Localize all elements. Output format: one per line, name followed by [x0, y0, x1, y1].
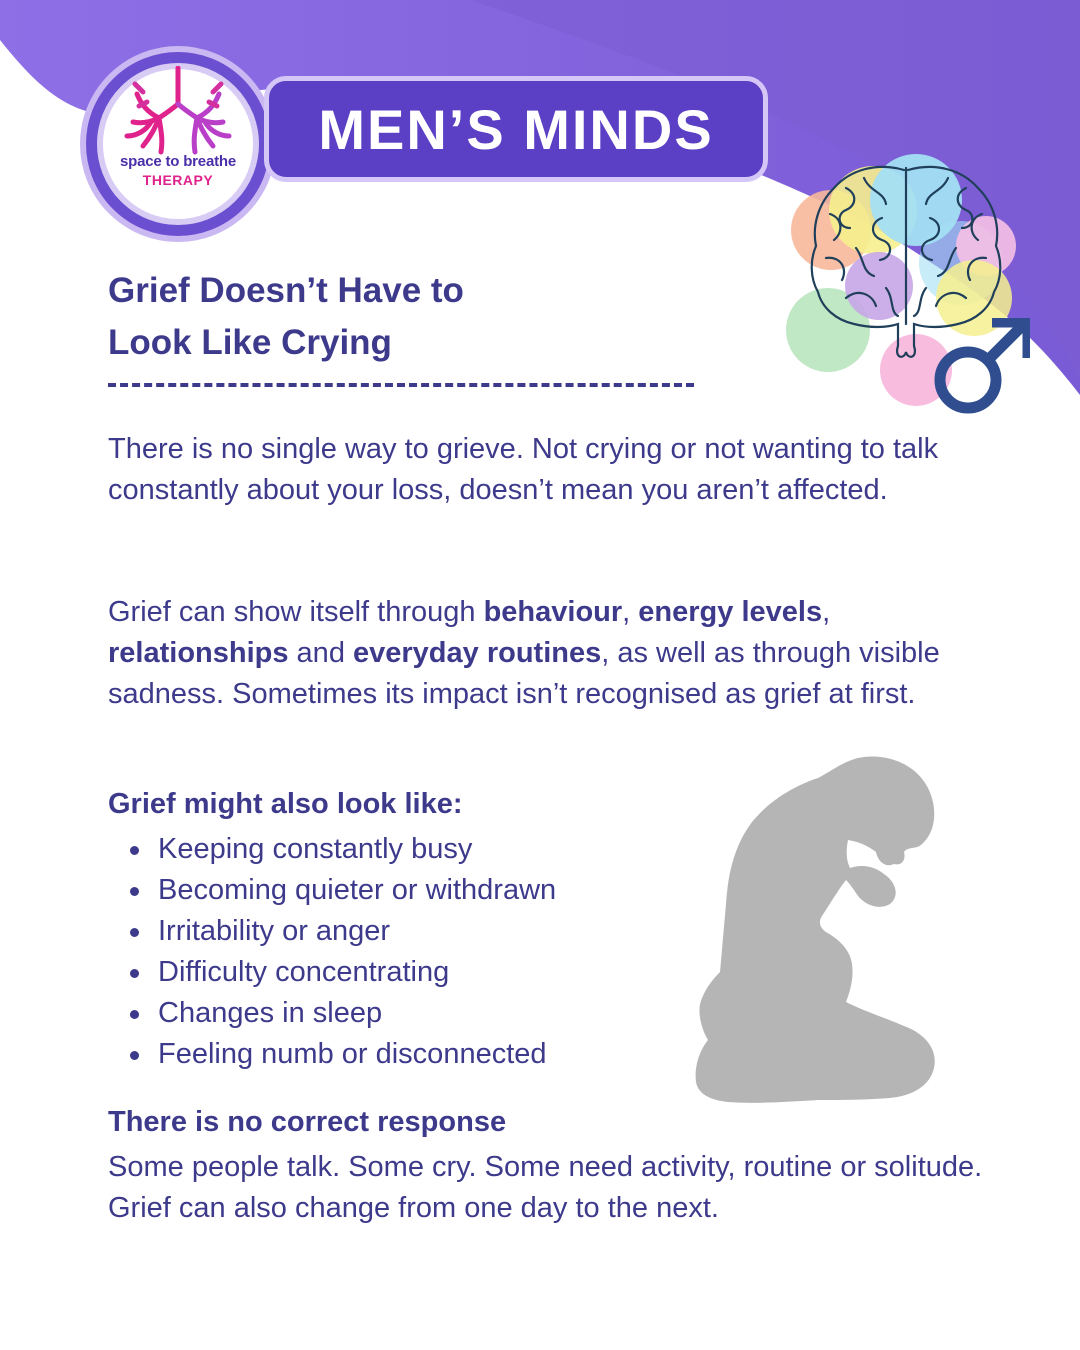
header-swoosh-background [0, 0, 1080, 395]
title-banner [264, 76, 768, 182]
kneeling-person-silhouette [695, 756, 935, 1103]
grief-signs-paragraph: Grief can show itself through behaviour,… [108, 592, 988, 715]
logo-text-brand: space to breathe [119, 153, 236, 170]
grief-signs-list: Keeping constantly busy Becoming quieter… [128, 829, 556, 1075]
list-item: Feeling numb or disconnected [128, 1034, 556, 1075]
p2-text-3: , [822, 596, 831, 628]
p2-bold-behaviour: behaviour [483, 596, 623, 628]
list-item: Becoming quieter or withdrawn [128, 870, 556, 911]
page-title-line1: Grief Doesn’t Have to [108, 271, 464, 310]
logo-text-therapy: THERAPY [142, 172, 214, 188]
list-heading: Grief might also look like: [108, 788, 463, 820]
page-title: Grief Doesn’t Have to Look Like Crying [108, 265, 748, 369]
list-item: Difficulty concentrating [128, 952, 556, 993]
page-title-line2: Look Like Crying [108, 323, 392, 362]
p2-bold-relationships: relationships [108, 637, 289, 669]
heading-divider [108, 383, 694, 387]
p2-bold-routines: everyday routines [353, 637, 602, 669]
closing-heading: There is no correct response [108, 1106, 507, 1138]
p2-text-2: , [622, 596, 639, 628]
male-symbol-icon [934, 318, 1030, 414]
p2-text-1: Grief can show itself through [108, 596, 484, 628]
p2-text-4: and [288, 637, 353, 669]
p2-text-5: , as well as through visible sadness. So… [108, 637, 940, 710]
list-item: Changes in sleep [128, 993, 556, 1034]
closing-paragraph: Some people talk. Some cry. Some need ac… [108, 1151, 983, 1224]
intro-paragraph: There is no single way to grieve. Not cr… [108, 433, 939, 506]
list-item: Irritability or anger [128, 911, 556, 952]
banner-title: MEN’S MINDS [318, 98, 714, 161]
brain-icon [786, 154, 1016, 406]
list-item: Keeping constantly busy [128, 829, 556, 870]
p2-bold-energy: energy levels [638, 596, 823, 628]
lungs-icon [124, 66, 232, 155]
